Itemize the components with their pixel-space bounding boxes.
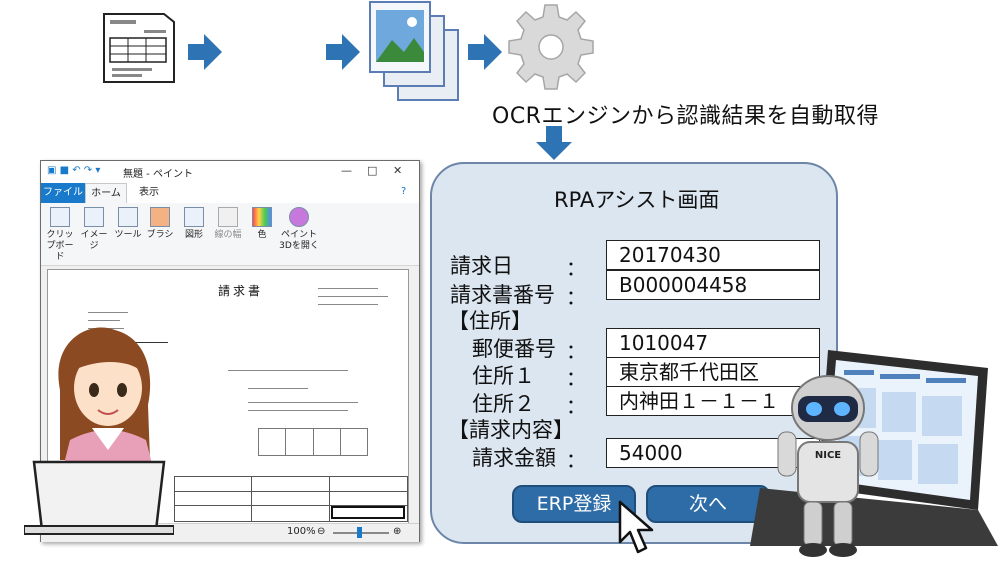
tab-view[interactable]: 表示 bbox=[139, 187, 159, 198]
image-select-icon bbox=[84, 207, 104, 227]
help-icon[interactable]: ? bbox=[401, 186, 407, 197]
flow-arrow-right-icon bbox=[468, 34, 502, 74]
flow-arrow-down-icon bbox=[536, 126, 572, 166]
mouse-pointer-icon bbox=[618, 500, 668, 560]
label-invoice-number: 請求書番号 bbox=[450, 283, 555, 307]
maximize-button[interactable]: □ bbox=[367, 164, 378, 177]
invoice-number-field[interactable]: B000004458 bbox=[606, 270, 820, 300]
robot-illustration bbox=[768, 372, 888, 558]
operator-woman-illustration bbox=[30, 310, 190, 480]
invoice-date-field[interactable]: 20170430 bbox=[606, 240, 820, 270]
ribbon-color[interactable]: 色 bbox=[247, 207, 277, 241]
colon: ： bbox=[566, 448, 586, 472]
label-address2: 住所２ bbox=[472, 392, 535, 416]
label-address1: 住所１ bbox=[472, 364, 535, 388]
zoom-out-button[interactable]: ⊖ bbox=[317, 526, 326, 537]
ribbon-shapes[interactable]: 図形 bbox=[179, 207, 209, 241]
postal-code-field[interactable]: 1010047 bbox=[606, 328, 820, 358]
colon: ： bbox=[566, 394, 586, 418]
close-button[interactable]: ✕ bbox=[393, 164, 403, 177]
color-palette-icon bbox=[252, 207, 272, 227]
ocr-caption: OCRエンジンから認識結果を自動取得 bbox=[492, 104, 879, 129]
stamp-boxes bbox=[258, 428, 368, 456]
doc-line bbox=[228, 370, 348, 371]
ribbon-brush[interactable]: ブラシ bbox=[145, 207, 175, 241]
line-width-icon bbox=[218, 207, 238, 227]
paper-form-icon bbox=[100, 10, 180, 86]
doc-line bbox=[88, 320, 120, 321]
paint-titlebar: ▣ ■ ↶ ↷ ▾ 無題 - ペイント — □ ✕ bbox=[41, 161, 419, 184]
label-postal-code: 郵便番号 bbox=[472, 337, 556, 361]
label-invoice-date: 請求日 bbox=[450, 254, 513, 278]
rpa-panel-title: RPAアシスト画面 bbox=[554, 188, 720, 212]
operator-laptop-back bbox=[23, 460, 175, 536]
doc-line bbox=[318, 288, 378, 289]
address2-field[interactable]: 内神田１－１－１ bbox=[606, 386, 820, 416]
ribbon-tabs: ファイル ホーム 表示 ? bbox=[41, 183, 419, 203]
ribbon-image[interactable]: イメージ bbox=[79, 207, 109, 252]
robot-badge-label: NICE bbox=[814, 450, 842, 461]
doc-line bbox=[88, 312, 128, 313]
colon: ： bbox=[566, 256, 586, 280]
next-button[interactable]: 次へ bbox=[646, 485, 770, 523]
scanned-images-icon bbox=[364, 0, 464, 104]
ribbon-line-width[interactable]: 線の幅 bbox=[213, 207, 243, 241]
zoom-level: 100% bbox=[287, 526, 316, 537]
section-billing: 【請求内容】 bbox=[448, 418, 574, 442]
invoice-summary-table bbox=[174, 476, 408, 522]
zoom-slider-thumb[interactable] bbox=[357, 527, 362, 538]
ribbon-clipboard[interactable]: クリップボード bbox=[45, 207, 75, 263]
colon: ： bbox=[566, 339, 586, 363]
paint3d-icon bbox=[289, 207, 309, 227]
ribbon-toolbar: クリップボード イメージ ツール ブラシ 図形 線の幅 色 ペイント3Dを開く bbox=[41, 203, 419, 266]
section-address: 【住所】 bbox=[448, 309, 532, 333]
doc-line bbox=[318, 304, 378, 305]
minimize-button[interactable]: — bbox=[341, 164, 352, 177]
shapes-icon bbox=[184, 207, 204, 227]
label-billing-amount: 請求金額 bbox=[472, 446, 556, 470]
clipboard-icon bbox=[50, 207, 70, 227]
brush-icon bbox=[150, 207, 170, 227]
tab-home[interactable]: ホーム bbox=[85, 183, 127, 203]
erp-register-button[interactable]: ERP登録 bbox=[512, 485, 636, 523]
flow-arrow-right-icon bbox=[188, 34, 222, 74]
doc-line bbox=[318, 296, 388, 297]
colon: ： bbox=[566, 366, 586, 390]
doc-line bbox=[248, 402, 358, 403]
invoice-document-title: 請求書 bbox=[218, 284, 264, 298]
flow-arrow-right-icon bbox=[326, 34, 360, 74]
ribbon-tools[interactable]: ツール bbox=[113, 207, 143, 241]
ocr-engine-gear-icon bbox=[506, 2, 596, 92]
doc-line bbox=[248, 388, 308, 389]
paint-window-title: 無題 - ペイント bbox=[123, 169, 193, 180]
tools-icon bbox=[118, 207, 138, 227]
colon: ： bbox=[566, 285, 586, 309]
zoom-in-button[interactable]: ⊕ bbox=[393, 526, 402, 537]
tab-file[interactable]: ファイル bbox=[41, 183, 85, 203]
doc-line bbox=[248, 410, 348, 411]
ribbon-paint3d[interactable]: ペイント3Dを開く bbox=[279, 207, 319, 252]
quick-access-icons: ▣ ■ ↶ ↷ ▾ bbox=[47, 165, 101, 176]
